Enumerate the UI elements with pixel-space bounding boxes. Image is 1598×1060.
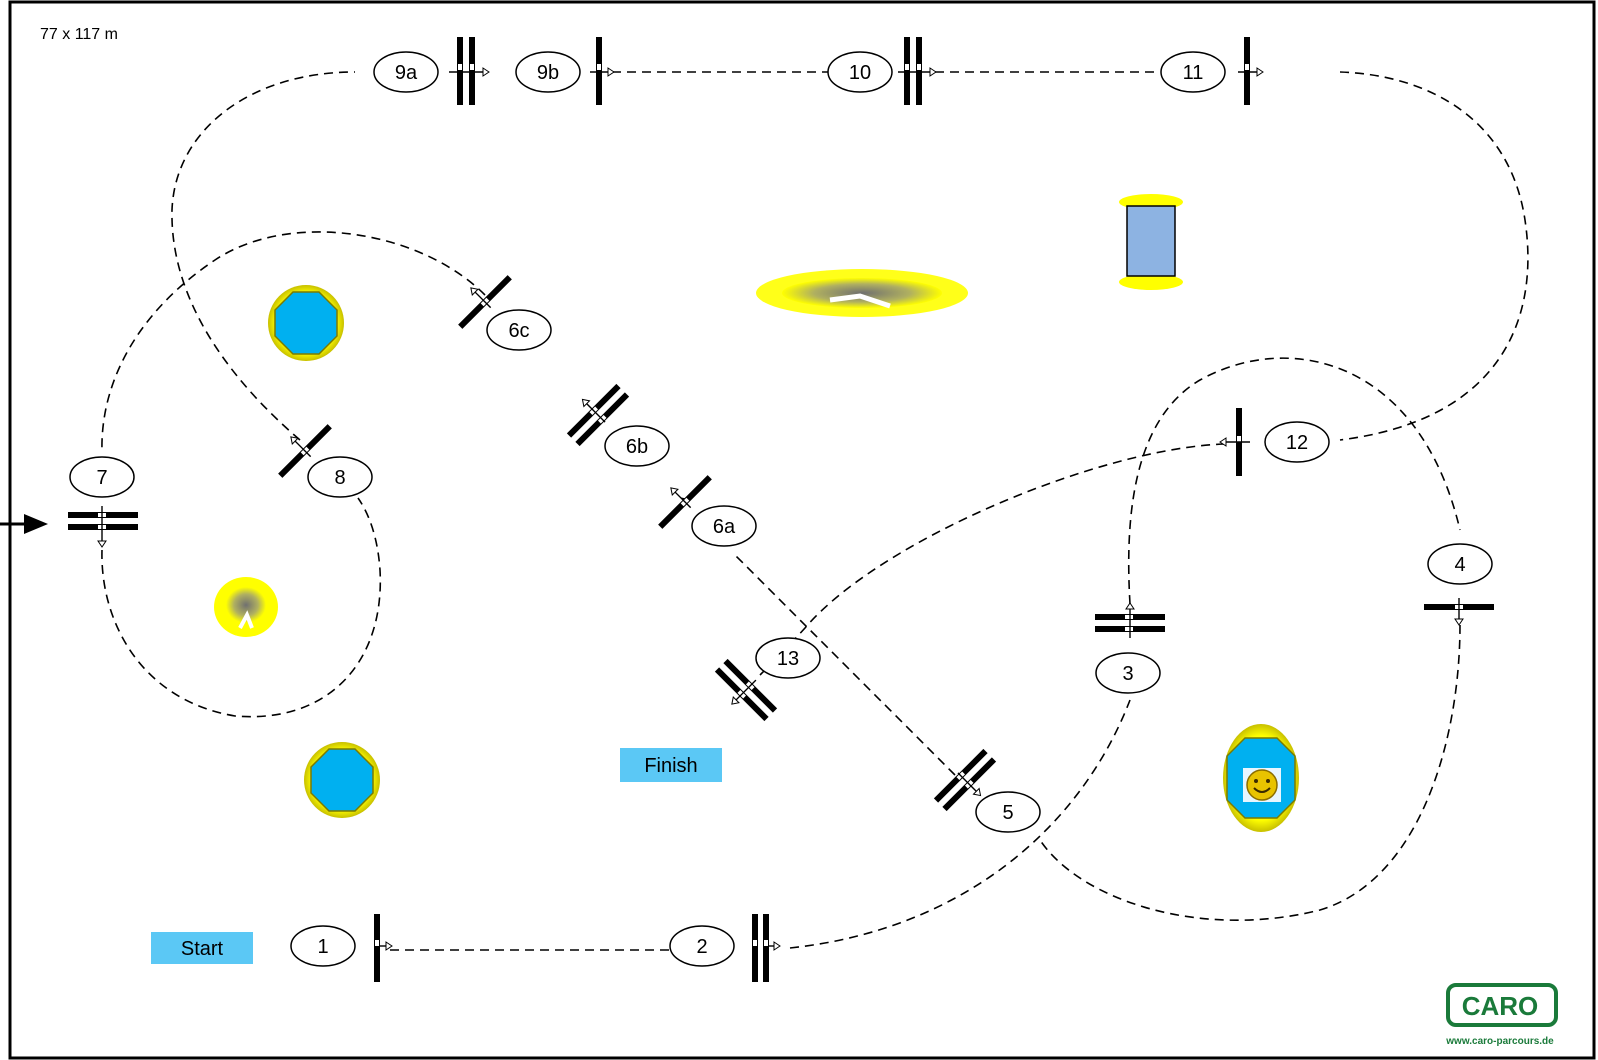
number-7: 7 bbox=[69, 456, 135, 498]
number-6a: 6a bbox=[691, 505, 757, 547]
svg-text:4: 4 bbox=[1454, 554, 1465, 576]
fence-9a bbox=[449, 37, 490, 105]
number-6c: 6c bbox=[486, 309, 552, 351]
svg-text:Start: Start bbox=[181, 938, 224, 960]
number-3: 3 bbox=[1095, 652, 1161, 694]
number-13: 13 bbox=[755, 637, 821, 679]
fence-4 bbox=[1424, 598, 1494, 626]
finish-label: Finish bbox=[620, 748, 722, 782]
svg-text:9b: 9b bbox=[537, 62, 559, 84]
number-9b: 9b bbox=[515, 51, 581, 93]
svg-text:6a: 6a bbox=[713, 516, 736, 538]
svg-text:3: 3 bbox=[1122, 663, 1133, 685]
svg-text:5: 5 bbox=[1002, 802, 1013, 824]
svg-text:2: 2 bbox=[696, 936, 707, 958]
arena-border bbox=[8, 0, 1596, 1060]
svg-text:7: 7 bbox=[96, 467, 107, 489]
hedge-center bbox=[756, 269, 968, 317]
start-label: Start bbox=[151, 932, 253, 964]
fence-8 bbox=[278, 424, 332, 478]
number-5: 5 bbox=[975, 791, 1041, 833]
number-12: 12 bbox=[1264, 421, 1330, 463]
svg-text:8: 8 bbox=[334, 467, 345, 489]
number-9a: 9a bbox=[373, 51, 439, 93]
svg-text:13: 13 bbox=[777, 648, 799, 670]
arrow-right-icon bbox=[0, 514, 48, 534]
number-2: 2 bbox=[669, 925, 735, 967]
fence-13 bbox=[714, 658, 778, 722]
number-11: 11 bbox=[1160, 51, 1226, 93]
bush-left bbox=[214, 577, 278, 637]
logo-url: www.caro-parcours.de bbox=[1445, 1036, 1554, 1047]
fence-12 bbox=[1219, 408, 1250, 476]
fence-3 bbox=[1095, 602, 1165, 638]
svg-text:11: 11 bbox=[1183, 62, 1204, 84]
svg-text:10: 10 bbox=[849, 62, 871, 84]
fence-10 bbox=[898, 37, 937, 105]
fence-9b bbox=[590, 37, 615, 105]
pond-lower-left bbox=[304, 742, 380, 818]
fence-6b bbox=[566, 383, 630, 447]
fence-11 bbox=[1238, 37, 1264, 105]
fence-6c bbox=[458, 275, 512, 329]
svg-text:12: 12 bbox=[1286, 432, 1308, 454]
fence-6a bbox=[658, 475, 712, 529]
svg-text:1: 1 bbox=[317, 936, 328, 958]
number-4: 4 bbox=[1427, 543, 1493, 585]
pond-upper-left bbox=[268, 285, 344, 361]
smiley-icon bbox=[1246, 769, 1278, 801]
fence-1 bbox=[374, 914, 393, 982]
number-6b: 6b bbox=[604, 425, 670, 467]
fence-7 bbox=[68, 506, 138, 548]
number-8: 8 bbox=[307, 456, 373, 498]
fence-2 bbox=[752, 914, 781, 982]
logo-brand: CARO bbox=[1462, 991, 1539, 1021]
svg-text:9a: 9a bbox=[395, 62, 418, 84]
fence-5 bbox=[933, 748, 997, 812]
course-path bbox=[101, 71, 1529, 951]
trailer-obstacle bbox=[1119, 194, 1183, 290]
pond-smiley bbox=[1223, 724, 1299, 832]
svg-text:6b: 6b bbox=[626, 436, 648, 458]
svg-text:Finish: Finish bbox=[644, 755, 697, 777]
svg-text:6c: 6c bbox=[508, 320, 529, 342]
arena-dimensions: 77 x 117 m bbox=[40, 26, 118, 43]
number-1: 1 bbox=[290, 925, 356, 967]
caro-logo: CARO www.caro-parcours.de bbox=[1445, 983, 1558, 1047]
number-10: 10 bbox=[827, 51, 893, 93]
